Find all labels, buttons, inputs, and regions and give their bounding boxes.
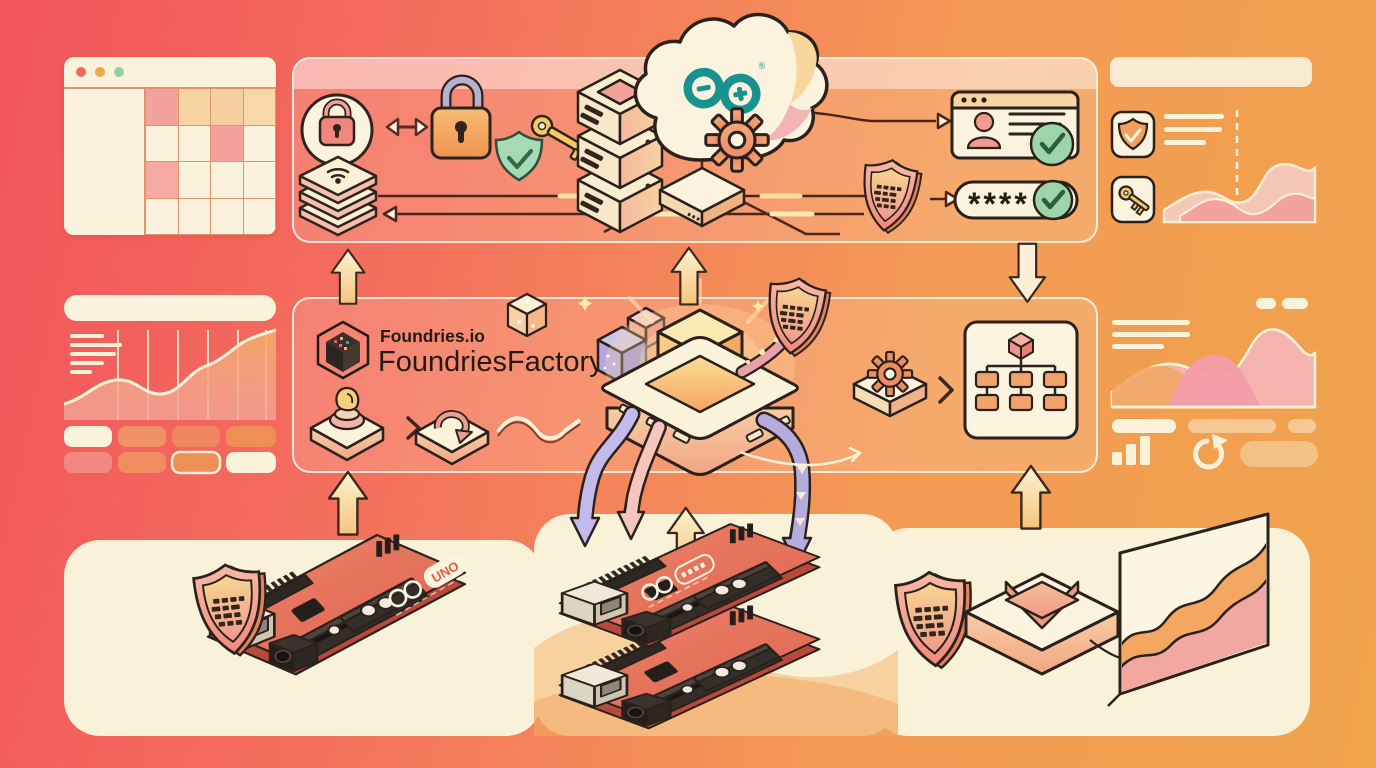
right-dashboard: [1110, 298, 1318, 470]
shield-check-icon: [1117, 117, 1149, 151]
padlock-shield-key-icon: [430, 74, 597, 182]
arrowhead-to-password: [944, 190, 960, 208]
check-circle-icon: [1029, 121, 1075, 167]
dashboard-header-bar: [64, 295, 276, 321]
calendar-grid: [146, 89, 276, 235]
refresh-icon: [1193, 434, 1228, 470]
dashboard-pills: [1112, 419, 1316, 433]
package-cube-icon: [506, 292, 548, 338]
key-icon: [1118, 185, 1150, 217]
wifi-icon: [326, 168, 350, 184]
arrow-up: [330, 248, 366, 305]
bar-chart-icon: [1112, 436, 1150, 465]
rollback-pad-icon: [414, 410, 490, 466]
widget-text-lines: [1164, 114, 1224, 145]
traffic-light-green: [114, 67, 124, 77]
dashboard-area-chart: [1110, 328, 1317, 409]
gateway-device-icon: [658, 166, 746, 228]
thin-arrowhead: [848, 446, 863, 463]
sparkles: [577, 296, 779, 364]
wavy-wire-shadow: [497, 421, 581, 444]
factory-flow-content: Foundries.io FoundriesFactory: [309, 274, 1079, 476]
arrow-up: [1010, 464, 1052, 530]
security-flow-content: ®: [298, 12, 1080, 238]
dashboard-text-lines: [70, 334, 122, 374]
product-name-large: FoundriesFactory: [378, 346, 604, 378]
ribbon-arrow-purple: [569, 405, 641, 548]
thin-arrow: [739, 450, 859, 467]
arduino-cloud-icon: ®: [633, 12, 829, 173]
ribbon-arrow-chevron: [755, 411, 813, 568]
arrowhead-left: [382, 205, 398, 223]
dashboard-text-lines: [1112, 320, 1190, 349]
padlock-circle-icon: [300, 93, 374, 167]
board-silk-logo: [641, 553, 715, 608]
chevron-icon: [938, 376, 954, 404]
id-card-icon: [950, 90, 1080, 167]
shield-check-card: [1110, 110, 1156, 159]
arrow-down: [1008, 242, 1047, 303]
ribbon-arrow-pink: [616, 419, 667, 541]
arrow-up: [327, 470, 369, 536]
dashboard-pill-button: [1240, 441, 1318, 467]
dashboard-tiles: [64, 426, 276, 475]
avatar: [973, 111, 995, 133]
pill-dot: [1282, 298, 1308, 309]
gear-device-icon: [852, 350, 928, 418]
widget-header-bar: [1110, 57, 1312, 87]
password-field: ****: [953, 179, 1079, 222]
window-sidebar: [64, 89, 146, 235]
left-dashboard: [63, 295, 277, 475]
check-circle-icon: [1032, 179, 1074, 221]
calendar-window: [64, 57, 276, 235]
foundries-logo-cube: [316, 320, 370, 380]
traffic-light-orange: [95, 67, 105, 77]
double-arrow-icon: [385, 117, 429, 137]
window-titlebar: [64, 57, 276, 89]
product-name-small: Foundries.io: [380, 326, 485, 346]
fleet-hierarchy-icon: [963, 320, 1079, 440]
circuit-shield-icon: [893, 568, 978, 672]
pill-dot: [1256, 298, 1276, 309]
top-right-widget: [1110, 57, 1317, 224]
chevron-icon: [406, 416, 421, 440]
svg-text:®: ®: [758, 60, 767, 71]
traffic-light-red: [76, 67, 86, 77]
gear-icon: [704, 107, 770, 173]
shield-check-badge: [494, 130, 544, 182]
update-ribbon-arrows: [569, 405, 863, 569]
wavy-wire: [496, 416, 582, 441]
wifi-stack-icon: [298, 155, 378, 237]
password-mask-text: ****: [968, 186, 1030, 222]
wave-chart-billboard: [1107, 512, 1270, 707]
arrowhead-to-id-card: [936, 112, 952, 130]
widget-area-chart: [1162, 162, 1317, 224]
container-cubes-icon: [596, 306, 666, 385]
dashboard-area-chart: [63, 328, 277, 420]
fingerprint-pad-icon: [309, 386, 385, 462]
key-card: [1110, 175, 1156, 224]
circuit-shield-icon: [856, 155, 924, 238]
secure-module-pad: [964, 572, 1141, 676]
